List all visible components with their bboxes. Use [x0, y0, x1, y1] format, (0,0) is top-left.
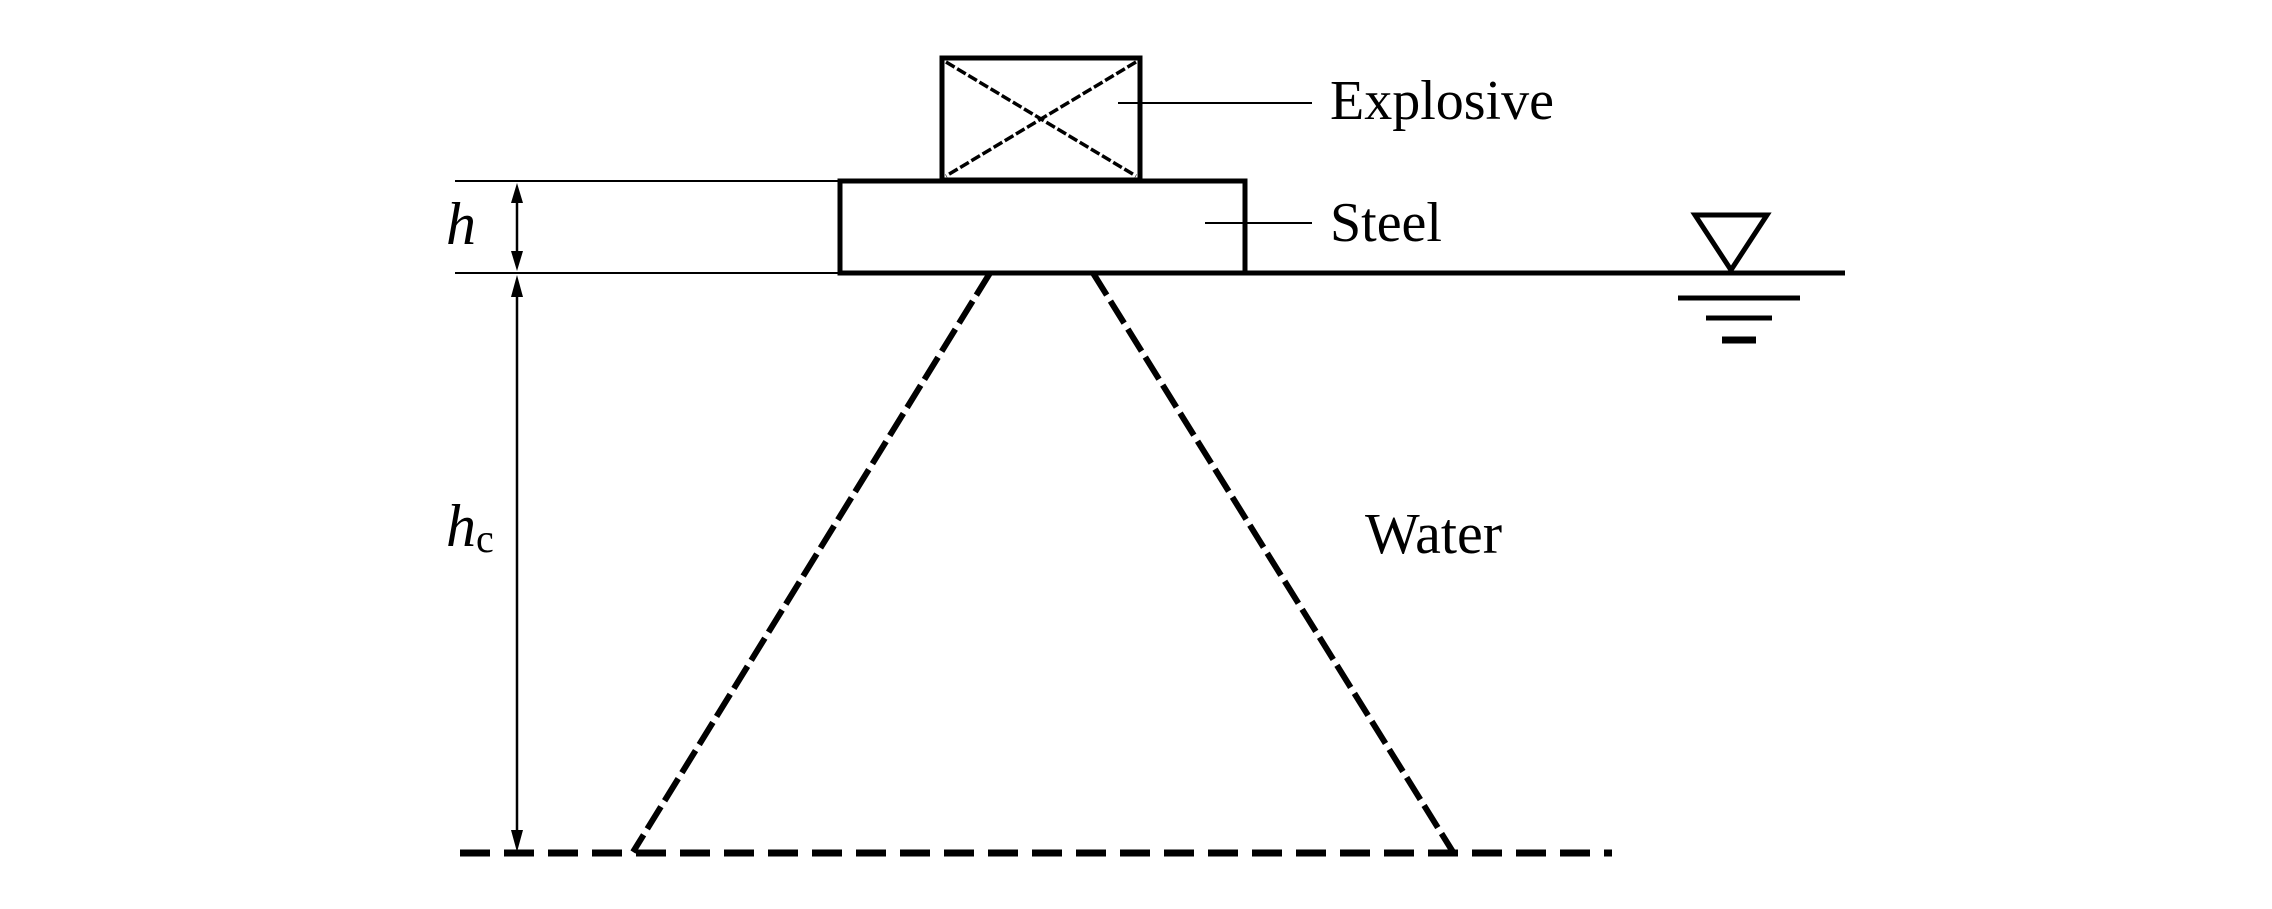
h-label: h	[446, 191, 476, 257]
h-dimension	[511, 183, 523, 271]
water-level-symbol	[1678, 212, 1800, 344]
steel-plate	[837, 178, 1248, 276]
crater-right-edge	[1090, 271, 1456, 854]
hc-arrow-down	[511, 830, 523, 852]
steel-label: Steel	[1330, 192, 1442, 254]
hc-label: hc	[446, 493, 494, 561]
h-arrow-down	[511, 251, 523, 271]
hc-label-subscript: c	[476, 516, 494, 561]
water-label: Water	[1365, 501, 1502, 566]
h-arrow-up	[511, 183, 523, 203]
crater-left-edge	[630, 271, 993, 854]
hc-dimension	[511, 275, 523, 852]
explosive-charge	[939, 55, 1143, 183]
explosive-label: Explosive	[1330, 70, 1554, 132]
explosive-cross-line-2	[945, 60, 1137, 178]
hc-label-main: h	[446, 493, 476, 559]
water-level-triangle	[1690, 212, 1772, 275]
hc-arrow-up	[511, 275, 523, 297]
